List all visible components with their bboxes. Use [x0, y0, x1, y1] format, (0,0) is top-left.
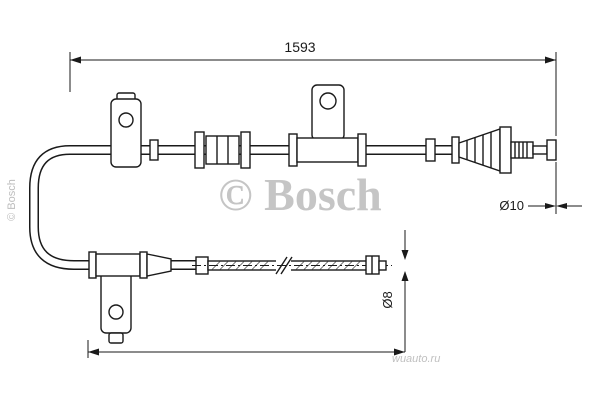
bracket-plate [110, 98, 142, 168]
stop-ring-2 [425, 138, 436, 162]
arrowhead-right [545, 56, 556, 64]
adjuster-flange [499, 126, 512, 174]
sleeve-body [95, 253, 141, 277]
clevis-nub [378, 260, 387, 271]
arrowhead-right [394, 348, 405, 356]
break-mark [280, 256, 293, 275]
cable-assembly [29, 84, 557, 344]
total-length-label: 1593 [284, 39, 315, 55]
dimension-rod-diameter: Ø8 [380, 230, 409, 352]
end-diameter-label: Ø10 [499, 198, 524, 213]
bellows-ring-right [240, 131, 251, 169]
sleeve-fitting-bottom [88, 251, 172, 279]
arrowhead-up [401, 271, 409, 281]
dimension-total-length: 1593 [69, 39, 557, 136]
end-rod [532, 145, 548, 155]
end-block [546, 139, 557, 161]
grommet-bellows [194, 131, 251, 169]
sleeve-ring-right [357, 133, 367, 167]
bottom-run-fittings [88, 251, 392, 344]
rod-diameter-label: Ø8 [380, 291, 395, 308]
bracket-hole [108, 304, 124, 320]
sleeve-ring-left [88, 251, 97, 279]
mounting-bracket-middle [288, 84, 367, 167]
sleeve-body [296, 137, 359, 163]
arrowhead-left [70, 56, 81, 64]
mounting-bracket-top [110, 92, 142, 168]
bracket-hole [118, 112, 134, 128]
sleeve-cone [146, 253, 172, 277]
watermark-center: © Bosch [218, 169, 381, 220]
bellows-body [205, 135, 240, 165]
sleeve-ring-left [288, 133, 298, 167]
adjuster-collar [451, 136, 460, 164]
bracket-hole [319, 92, 337, 110]
arrowhead-down [401, 250, 409, 260]
top-run-fittings [110, 84, 557, 174]
bellows-ring-left [194, 131, 205, 169]
bracket-tab [108, 332, 124, 344]
watermark-bottom-right: wuauto.ru [392, 353, 440, 365]
arrowhead-right [545, 203, 556, 209]
stop-ring-1 [149, 139, 159, 161]
adjuster-cone [458, 128, 501, 172]
cable-path-inner [30, 146, 462, 269]
arrowhead-left [556, 203, 567, 209]
sleeve-ring-right [139, 251, 148, 279]
arrowhead-left [88, 348, 99, 356]
adjuster-end-fitting [451, 126, 557, 174]
rod-end-fitting [365, 255, 387, 275]
inner-rod [192, 256, 392, 275]
dimension-end-diameter: Ø10 [499, 162, 582, 214]
watermark-left-vertical: © Bosch [6, 179, 18, 221]
dimension-bottom-length [87, 340, 405, 358]
